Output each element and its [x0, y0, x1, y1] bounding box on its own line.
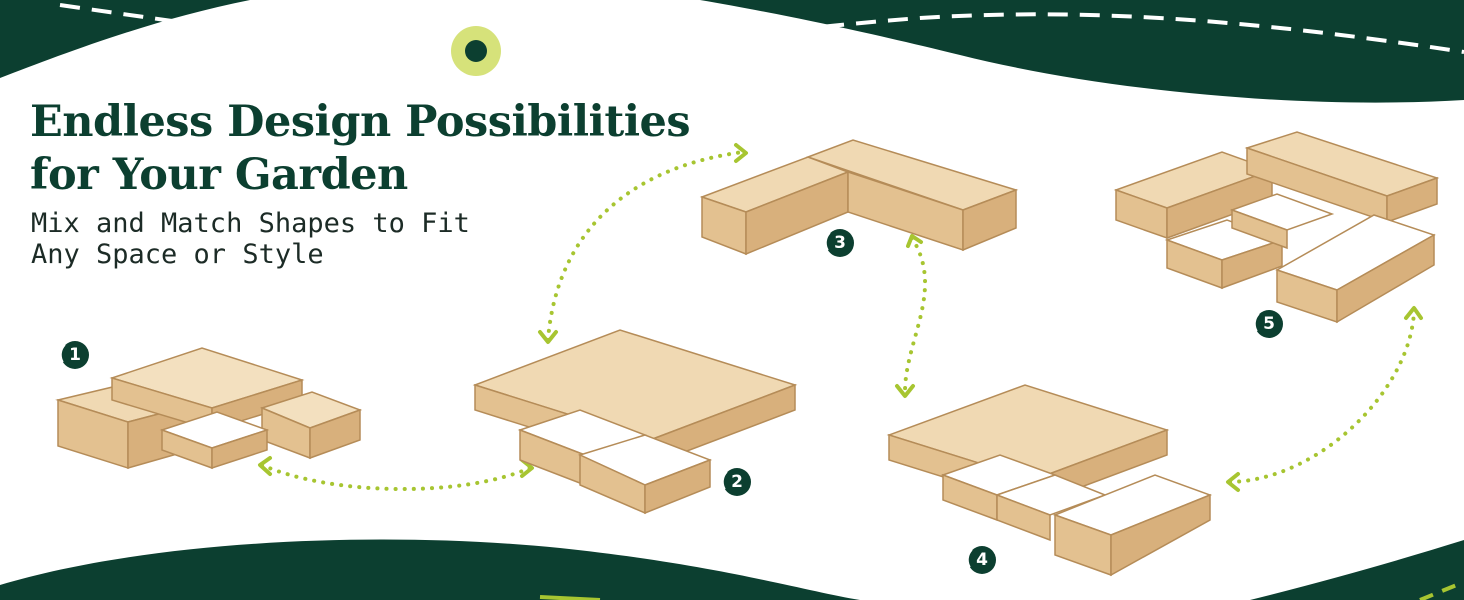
- planter-layout-1: [55, 347, 363, 470]
- layout-number: 3: [834, 233, 846, 253]
- dotted-double-arrow-icon: [546, 150, 745, 342]
- number-badge-icon: 4: [967, 545, 997, 575]
- planter-layout-2: [472, 329, 798, 515]
- target-dot-icon: [451, 26, 501, 76]
- number-badge-icon: 2: [722, 467, 752, 497]
- number-badge-icon: 1: [60, 340, 90, 370]
- subheadline-line-1: Mix and Match Shapes to Fit: [31, 208, 470, 239]
- dotted-double-arrow-icon: [260, 463, 532, 492]
- planter-layout-4: [886, 384, 1213, 577]
- subheadline: Mix and Match Shapes to Fit Any Space or…: [31, 208, 470, 270]
- layout-number: 5: [1263, 314, 1275, 334]
- layout-number: 2: [731, 472, 743, 492]
- bottom-wave: [0, 539, 860, 600]
- bottom-right-wave: [1250, 540, 1464, 600]
- headline-line-2: for Your Garden: [30, 150, 408, 200]
- subheadline-line-2: Any Space or Style: [31, 239, 324, 270]
- headline-line-1: Endless Design Possibilities: [30, 97, 691, 147]
- dashed-path: [59, 3, 1464, 54]
- dotted-double-arrow-icon: [903, 236, 928, 394]
- bottom-accent-dash: [1419, 580, 1464, 600]
- number-badge-icon: 3: [825, 228, 855, 258]
- layout-number: 4: [976, 550, 988, 570]
- dotted-double-arrow-icon: [1228, 310, 1416, 484]
- top-left-wave: [0, 0, 250, 78]
- headline: Endless Design Possibilities for Your Ga…: [30, 96, 691, 202]
- layout-number: 1: [69, 345, 81, 365]
- planter-layout-3: [699, 139, 1019, 256]
- number-badge-icon: 5: [1254, 309, 1284, 339]
- planter-layout-5: [1113, 131, 1440, 324]
